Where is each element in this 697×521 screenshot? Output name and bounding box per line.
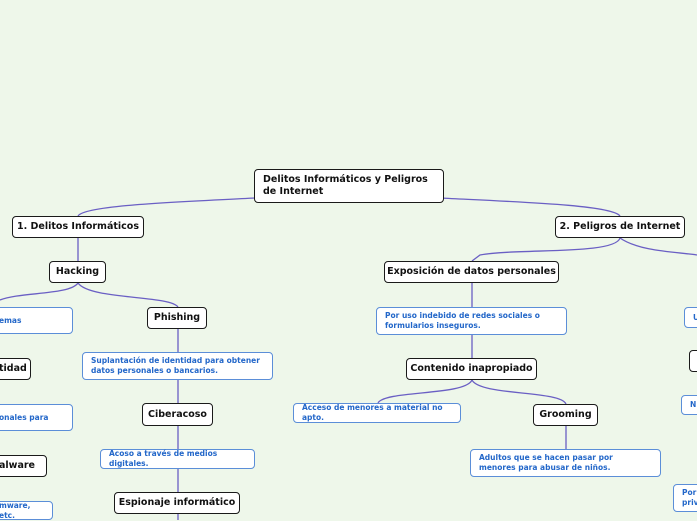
right-note-partial-1: U: [684, 307, 697, 328]
contenido-label: Contenido inapropiado: [410, 363, 533, 374]
contenido-node[interactable]: Contenido inapropiado: [406, 358, 537, 380]
phishing-note: Suplantación de identidad para obtener d…: [82, 352, 273, 380]
hacking-note-partial-1: emas: [0, 307, 73, 334]
grooming-node[interactable]: Grooming: [533, 404, 598, 426]
hacking-child-partial-2[interactable]: alware: [0, 455, 47, 477]
right-node-partial[interactable]: [689, 350, 697, 372]
ciberacoso-note: Acoso a través de medios digitales.: [100, 449, 255, 469]
hacking-child-partial-1[interactable]: tidad: [0, 358, 31, 380]
hacking-note-partial-2: onales para: [0, 404, 73, 431]
ciberacoso-label: Ciberacoso: [148, 408, 207, 420]
right-note-partial-2: N: [681, 395, 697, 415]
hacking-label: Hacking: [55, 266, 100, 277]
espionaje-label: Espionaje informático: [118, 497, 236, 508]
exposicion-label: Exposición de datos personales: [387, 266, 556, 277]
hacking-node[interactable]: Hacking: [49, 261, 106, 283]
right-note-partial-3: Por priv: [673, 484, 697, 512]
grooming-label: Grooming: [539, 409, 592, 420]
espionaje-node[interactable]: Espionaje informático: [114, 492, 240, 514]
contenido-note: Acceso de menores a material no apto.: [293, 403, 461, 423]
branch-peligros-label: 2. Peligros de Internet: [559, 221, 681, 232]
ciberacoso-node[interactable]: Ciberacoso: [142, 403, 213, 426]
exposicion-note: Por uso indebido de redes sociales o for…: [376, 307, 567, 335]
root-label: Delitos Informáticos y Peligros de Inter…: [263, 174, 428, 197]
phishing-label: Phishing: [153, 312, 201, 323]
branch-peligros-node[interactable]: 2. Peligros de Internet: [555, 216, 685, 238]
branch-delitos-label: 1. Delitos Informáticos: [17, 221, 139, 232]
exposicion-node[interactable]: Exposición de datos personales: [384, 261, 559, 283]
hacking-note-partial-3: mware, etc.: [0, 501, 53, 520]
root-node[interactable]: Delitos Informáticos y Peligros de Inter…: [254, 169, 444, 203]
grooming-note: Adultos que se hacen pasar por menores p…: [470, 449, 661, 477]
branch-delitos-node[interactable]: 1. Delitos Informáticos: [12, 216, 144, 238]
phishing-node[interactable]: Phishing: [147, 307, 207, 329]
